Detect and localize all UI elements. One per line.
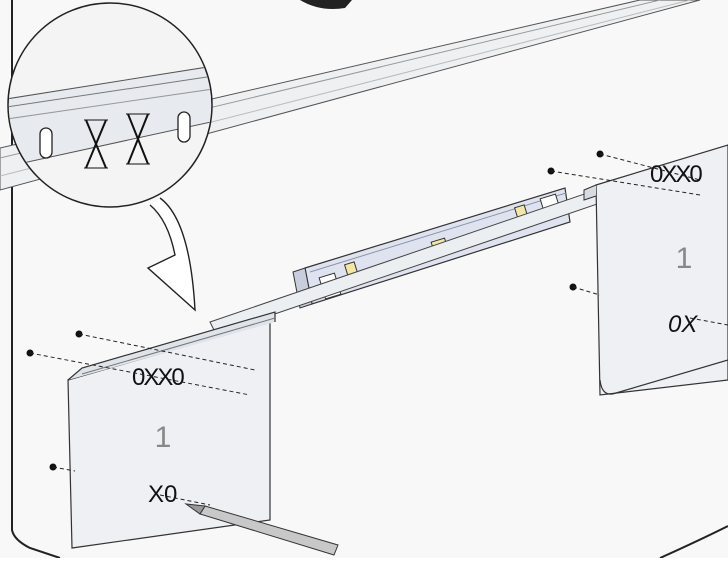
guide-lines: [29, 153, 728, 506]
frame-right-corner: [659, 525, 728, 559]
right-panel-bottom-marks: 0X: [668, 311, 698, 338]
pencil: [184, 503, 339, 556]
left-panel-top-marks: 0XX0: [132, 364, 184, 391]
x-mark-2: [126, 113, 150, 165]
frame-left-edge: [11, 0, 61, 559]
right-panel: 1 0XX0 0X: [583, 144, 728, 396]
left-panel-number: 1: [155, 421, 172, 454]
left-panel-bottom-marks: X0: [148, 481, 177, 508]
right-panel-number: 1: [676, 242, 693, 275]
slot-hole-left: [39, 127, 53, 159]
callout-pointer: [146, 197, 196, 312]
top-arrow-fragment: [300, 0, 352, 9]
right-panel-top-marks: 0XX0: [650, 161, 702, 188]
detail-callout: [7, 2, 213, 312]
x-mark-1: [84, 119, 108, 169]
slot-hole-right: [177, 111, 191, 143]
left-panel: 1 0XX0 X0: [67, 311, 276, 549]
